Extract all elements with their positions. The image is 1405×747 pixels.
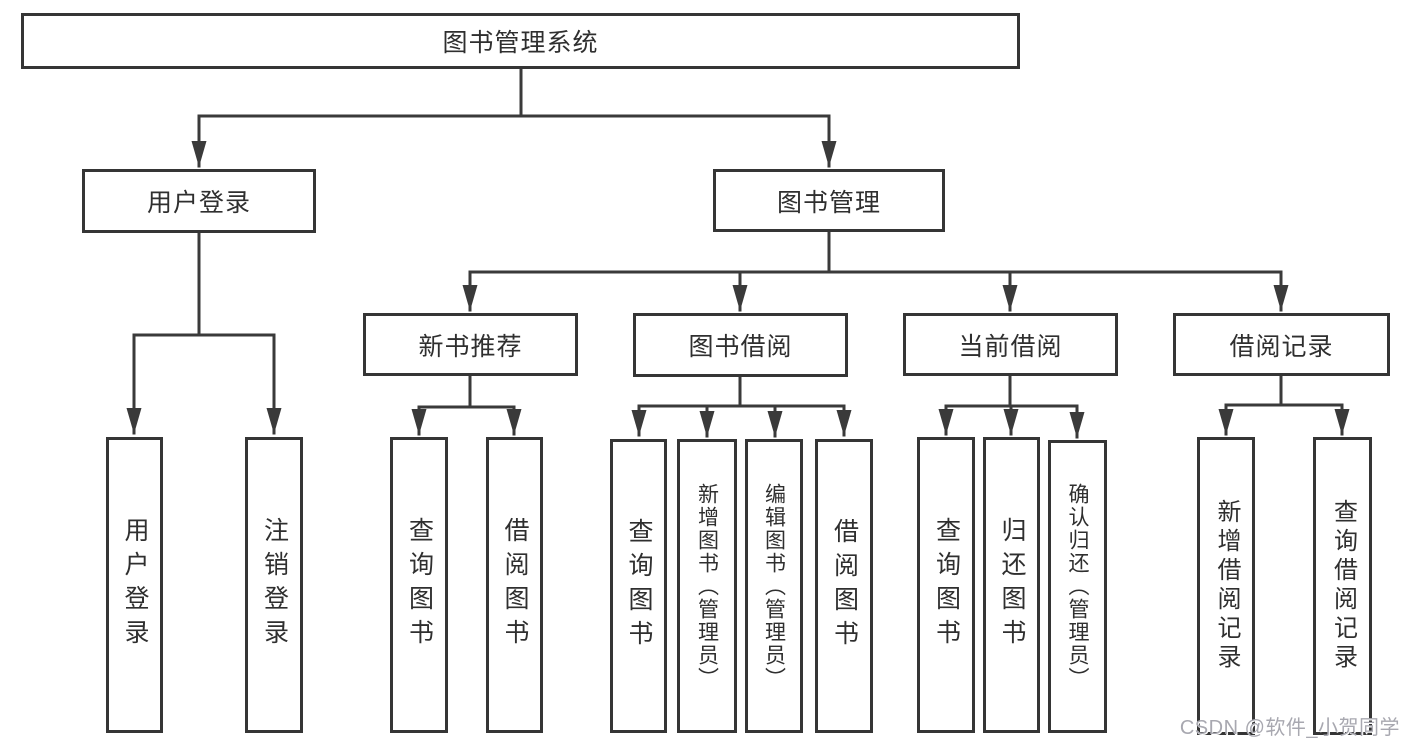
connector-bookmgmt-trunk — [468, 230, 1283, 274]
csdn-watermark: CSDN @软件_小贺同学 — [1179, 717, 1400, 739]
node-label: 查询图书 — [932, 517, 961, 653]
connector-records-trunk — [1224, 374, 1344, 407]
node-leaf-logout: 注销登录 — [245, 437, 303, 733]
node-label: 图书管理 — [776, 188, 881, 217]
node-label: 编辑图书（管理员） — [762, 482, 786, 690]
node-user-login: 用户登录 — [82, 169, 316, 233]
node-label: 新增借阅记录 — [1213, 499, 1240, 673]
node-label: 借阅记录 — [1229, 332, 1334, 361]
node-leaf-edit-books-admin: 编辑图书（管理员） — [745, 439, 803, 733]
node-leaf-query-books-1: 查询图书 — [390, 437, 448, 733]
node-label: 查询图书 — [625, 518, 653, 654]
node-label: 当前借阅 — [958, 332, 1063, 361]
node-leaf-confirm-return-admin: 确认归还（管理员） — [1048, 440, 1107, 733]
node-label: 新增图书（管理员） — [695, 482, 719, 690]
node-label: 图书借阅 — [688, 333, 793, 361]
node-leaf-add-books-admin: 新增图书（管理员） — [677, 439, 737, 733]
node-leaf-borrow-books-2: 借阅图书 — [815, 439, 873, 733]
connector-current-trunk — [944, 374, 1079, 408]
node-leaf-borrow-books-1: 借阅图书 — [486, 437, 543, 733]
node-label: 注销登录 — [260, 517, 289, 653]
node-label: 借阅图书 — [830, 518, 859, 654]
node-label: 查询图书 — [405, 517, 434, 653]
node-leaf-query-borrow-record: 查询借阅记录 — [1313, 437, 1372, 735]
node-label: 图书管理系统 — [442, 29, 599, 57]
node-leaf-query-books-3: 查询图书 — [917, 437, 975, 733]
node-borrowing-records: 借阅记录 — [1173, 313, 1390, 376]
connector-borrowing-trunk — [637, 375, 846, 408]
node-leaf-return-books: 归还图书 — [983, 437, 1040, 733]
node-label: 新书推荐 — [418, 332, 523, 361]
node-label: 归还图书 — [998, 517, 1026, 653]
node-book-management: 图书管理 — [713, 169, 945, 232]
node-library-management-system: 图书管理系统 — [21, 13, 1020, 69]
connector-newbook-trunk — [417, 374, 516, 409]
node-leaf-user-login: 用户登录 — [106, 437, 163, 733]
node-label: 用户登录 — [146, 189, 251, 217]
node-leaf-query-books-2: 查询图书 — [610, 439, 667, 733]
node-leaf-add-borrow-record: 新增借阅记录 — [1197, 437, 1255, 735]
node-label: 借阅图书 — [501, 517, 529, 653]
node-label: 用户登录 — [121, 517, 149, 653]
node-label: 查询借阅记录 — [1329, 499, 1357, 673]
node-label: 确认归还（管理员） — [1066, 483, 1089, 690]
connector-user-trunk — [132, 231, 276, 337]
connector-root-trunk — [197, 65, 831, 118]
node-book-borrowing: 图书借阅 — [633, 313, 848, 377]
node-current-borrowing: 当前借阅 — [903, 313, 1118, 376]
node-new-book-recommendation: 新书推荐 — [363, 313, 578, 376]
